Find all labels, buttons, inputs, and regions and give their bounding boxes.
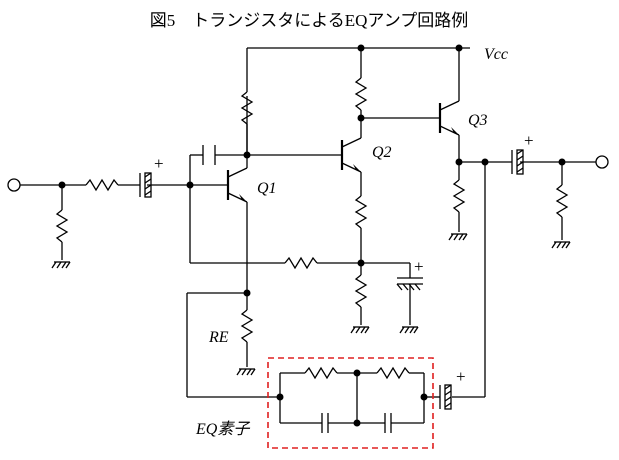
figure-title: 図5 トランジスタによるEQアンプ回路例 — [150, 11, 468, 30]
plus-sign-bypass-cap: + — [414, 257, 424, 276]
q1-collector-resistor — [240, 91, 254, 125]
re-resistor — [240, 309, 254, 343]
q2-emitter-resistor — [354, 195, 368, 229]
eq-element-label: EQ素子 — [195, 420, 250, 438]
re-label: RE — [208, 329, 229, 346]
eq-element-box — [267, 357, 434, 449]
wires — [7, 47, 609, 433]
input-terminal — [7, 178, 21, 192]
vcc-label: Vcc — [484, 46, 508, 63]
q1-label: Q1 — [257, 180, 277, 197]
eq-resistor-1 — [304, 366, 338, 380]
q3-label: Q3 — [468, 112, 488, 129]
input-shunt-resistor — [55, 209, 69, 243]
feedback-resistor — [284, 256, 318, 270]
output-load-resistor — [555, 184, 569, 218]
junction-dots — [58, 44, 566, 427]
q2-collector-resistor — [354, 77, 368, 111]
q2-bias-resistor — [354, 274, 368, 308]
plus-sign-eq-cap: + — [456, 367, 466, 386]
q3-emitter-resistor — [452, 179, 466, 213]
emitter-arrows — [239, 127, 459, 202]
plus-sign-input-cap: + — [154, 154, 164, 173]
plus-sign-output-cap: + — [524, 131, 534, 150]
input-resistor — [85, 178, 119, 192]
ground-symbols — [51, 233, 571, 376]
eq-resistor-2 — [376, 366, 410, 380]
electrolytic-capacitors — [139, 145, 524, 410]
q2-label: Q2 — [372, 144, 392, 161]
output-terminal — [595, 155, 609, 169]
